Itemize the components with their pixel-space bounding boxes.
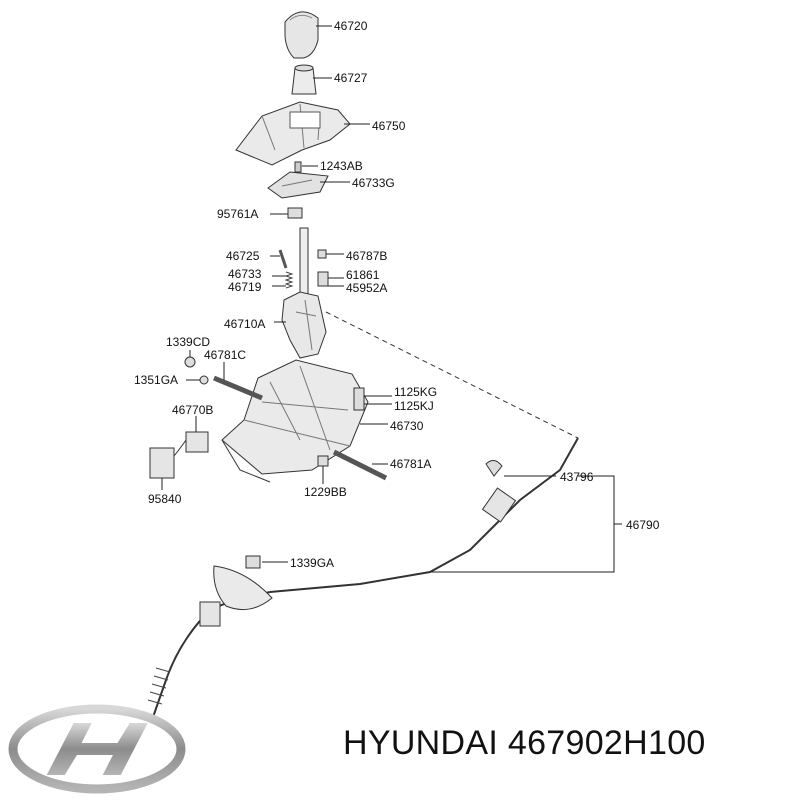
sensor-95840-part: [149, 439, 187, 479]
bolt-1125kg-part: [353, 387, 365, 411]
shift-cable-part: [147, 437, 579, 721]
label-46781c: 46781C: [204, 348, 246, 362]
bolt-46781c-part: [213, 375, 263, 401]
lever-body-part: [281, 291, 327, 359]
pin-46725-part: [278, 249, 288, 269]
clip-95761a-part: [287, 207, 303, 219]
spring-part: [284, 271, 294, 289]
indicator-cover-part: [235, 101, 351, 166]
label-46750: 46750: [372, 119, 406, 133]
nut-1339cd-part: [184, 356, 196, 368]
shifter-bracket-part: [221, 359, 369, 483]
label-45952a: 45952A: [346, 281, 387, 295]
label-46725: 46725: [226, 249, 260, 263]
label-46770b: 46770B: [172, 403, 213, 417]
label-46733: 46733: [228, 267, 262, 281]
nut-1229bb-part: [317, 455, 329, 467]
label-46733g: 46733G: [352, 176, 395, 190]
clip-43796-part: [485, 460, 503, 477]
label-1351ga: 1351GA: [134, 373, 178, 387]
bushing-46787b-part: [317, 249, 327, 259]
label-46730: 46730: [390, 419, 424, 433]
part-caption: HYUNDAI 467902H100: [343, 713, 706, 773]
screw-1243ab-part: [294, 161, 302, 173]
label-43796: 43796: [560, 470, 594, 484]
label-1339cd: 1339CD: [166, 335, 210, 349]
switch-46770b-part: [185, 431, 209, 453]
lever-rod-part: [299, 227, 309, 301]
leader-lines: [161, 25, 622, 573]
label-46727: 46727: [334, 71, 368, 85]
label-46719: 46719: [228, 280, 262, 294]
knob-boot-part: [291, 64, 317, 95]
bushing-61861-part: [317, 271, 329, 287]
brand-name: HYUNDAI: [343, 724, 499, 762]
label-95840: 95840: [148, 492, 182, 506]
label-46710a: 46710A: [224, 317, 265, 331]
label-1243ab: 1243AB: [320, 159, 363, 173]
label-1125kj: 1125KJ: [394, 399, 434, 413]
label-46790: 46790: [626, 518, 660, 532]
label-46787b: 46787B: [346, 249, 387, 263]
cable-dashed-line: [325, 311, 579, 439]
label-46720: 46720: [334, 19, 368, 33]
part-number: 467902H100: [507, 724, 706, 762]
label-46781a: 46781A: [390, 457, 431, 471]
label-61861: 61861: [346, 268, 380, 282]
indicator-plate-part: [267, 171, 329, 199]
label-1229bb: 1229BB: [304, 485, 347, 499]
label-1125kg: 1125KG: [394, 385, 437, 399]
label-95761a: 95761A: [217, 207, 258, 221]
shift-knob-part: [284, 11, 319, 59]
bolt-46781a-part: [332, 449, 388, 481]
hyundai-logo: [8, 704, 186, 794]
label-1339ga: 1339GA: [290, 556, 334, 570]
washer-1351ga-part: [199, 375, 209, 385]
nut-1339ga-part: [245, 555, 261, 569]
